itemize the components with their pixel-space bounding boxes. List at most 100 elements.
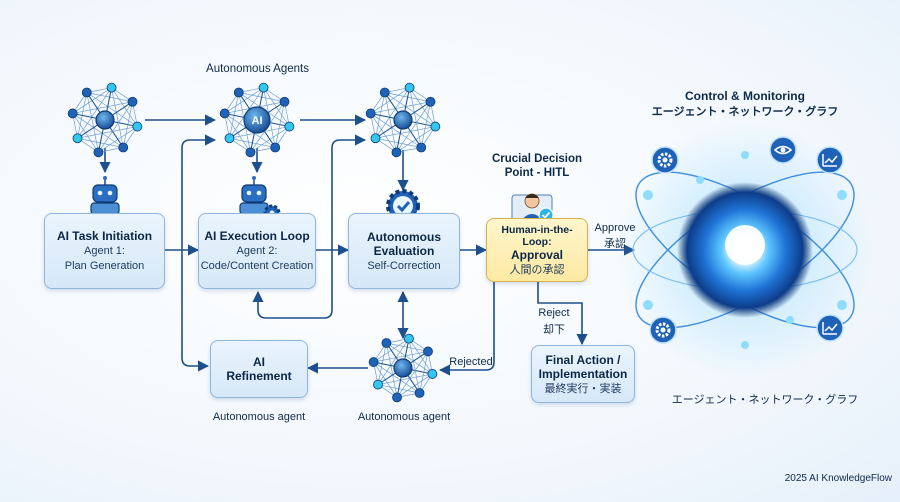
network-edge [420, 101, 431, 148]
network-dot [427, 369, 438, 379]
network-dot [233, 87, 244, 98]
network-dot [414, 388, 425, 398]
network-dot [279, 96, 290, 107]
network-dot [404, 333, 414, 344]
network-edge [396, 101, 431, 153]
control-monitoring-title: Control & Monitoring [685, 89, 805, 103]
refine-title2: Refinement [226, 369, 292, 383]
arrow-eval-back-exec [252, 250, 333, 319]
network-graph [615, 120, 875, 380]
autonomous-agent-right: Autonomous agent [357, 411, 451, 423]
crucial-decision-line1: Crucial Decision [491, 153, 583, 165]
control-monitoring-subtitle: エージェント・ネットワーク・グラフ [651, 106, 839, 118]
exec-title: AI Execution Loop [204, 229, 310, 243]
network-hub [243, 106, 271, 134]
network-edge [274, 101, 285, 148]
network-dot [370, 133, 381, 144]
network-dot [67, 108, 78, 119]
task-sub1: Agent 1: [84, 245, 125, 257]
ai-badge-text: AI [252, 115, 263, 127]
network-hub [393, 358, 413, 378]
arrow-reject-final [537, 282, 588, 346]
network-edge [396, 351, 429, 398]
network-dot [379, 87, 390, 98]
network-dot [430, 121, 441, 132]
refine-title1: AI [253, 355, 265, 369]
exec-sub2: Code/Content Creation [200, 260, 314, 272]
autonomous-agent-left: Autonomous agent [212, 411, 306, 423]
network-dot [365, 108, 376, 119]
final-title1: Final Action / [545, 352, 621, 367]
network-dot [373, 379, 383, 390]
chart-icon [816, 146, 844, 174]
network-dot [127, 96, 138, 107]
network-dot [93, 147, 104, 158]
connector-lines [99, 114, 636, 376]
final-sub1: 最終実行・実装 [544, 382, 622, 395]
hitl-approval-box: Human-in-the-Loop: Approval 人間の承認 [486, 218, 588, 282]
network-dot [423, 346, 433, 357]
rejected-label: Rejected [449, 356, 493, 368]
eval-title2: Evaluation [373, 243, 435, 258]
network-dot [258, 82, 269, 93]
network-dot [270, 142, 281, 153]
network-dot [219, 108, 230, 119]
network-nodes: AI [67, 82, 441, 403]
eval-title1: Autonomous [367, 229, 441, 244]
chart-icon [816, 314, 844, 342]
network-hub [95, 110, 115, 130]
network-node-icon: AI [219, 82, 295, 158]
network-dot [81, 87, 92, 98]
network-hub [393, 110, 413, 130]
arrow-rejected [438, 282, 495, 376]
network-graph-caption: エージェント・ネットワーク・グラフ [671, 394, 859, 406]
arrow-exec-loop-up [331, 134, 367, 250]
gear-icon [649, 316, 677, 344]
network-dot [245, 147, 256, 158]
network-dot [392, 392, 402, 403]
final-title2: Implementation [538, 366, 628, 381]
network-node-icon [67, 82, 143, 158]
network-edge [373, 351, 429, 363]
network-dot [416, 142, 427, 153]
gear-icon [651, 146, 679, 174]
network-dot [404, 82, 415, 93]
task-title: AI Task Initiation [56, 229, 153, 243]
glow-dots [643, 151, 847, 349]
network-dot [368, 357, 379, 367]
evaluation-box: Autonomous Evaluation Self-Correction [348, 213, 460, 289]
network-dot [106, 82, 117, 93]
approve-label-jp: 承認 [604, 238, 626, 250]
network-dot [284, 121, 295, 132]
execution-loop-box: AI Execution Loop Agent 2: Code/Content … [198, 213, 316, 289]
robot-icon [90, 176, 120, 215]
eval-sub1: Self-Correction [367, 259, 441, 272]
network-edge [72, 101, 133, 114]
reject-label-jp: 却下 [543, 324, 565, 336]
autonomous-agents-label: Autonomous Agents [206, 63, 309, 75]
network-edge [419, 351, 429, 394]
eye-icon [769, 136, 797, 164]
network-dot [72, 133, 83, 144]
task-initiation-box: AI Task Initiation Agent 1: Plan Generat… [44, 213, 165, 289]
hitl-title1: Human-in-the-Loop: [501, 223, 573, 248]
network-dot [132, 121, 143, 132]
network-dot [391, 147, 402, 158]
task-sub2: Plan Generation [64, 260, 145, 272]
reject-label: Reject [538, 307, 570, 319]
network-node-icon [365, 82, 441, 158]
network-edge [98, 101, 133, 153]
final-action-box: Final Action / Implementation 最終実行・実装 [531, 345, 635, 403]
network-dot [118, 142, 129, 153]
refinement-box: AI Refinement [210, 340, 308, 398]
crucial-decision-line2: Point - HITL [504, 167, 570, 179]
robot-icon [239, 176, 269, 215]
arrow-task-loop-up [181, 134, 217, 250]
network-dot [425, 96, 436, 107]
hitl-sub1: 人間の承認 [509, 263, 565, 276]
approve-label: Approve [594, 222, 636, 234]
network-edge [370, 101, 431, 114]
network-node-icon [368, 333, 438, 403]
exec-sub1: Agent 2: [236, 245, 278, 257]
network-dot [381, 338, 392, 348]
